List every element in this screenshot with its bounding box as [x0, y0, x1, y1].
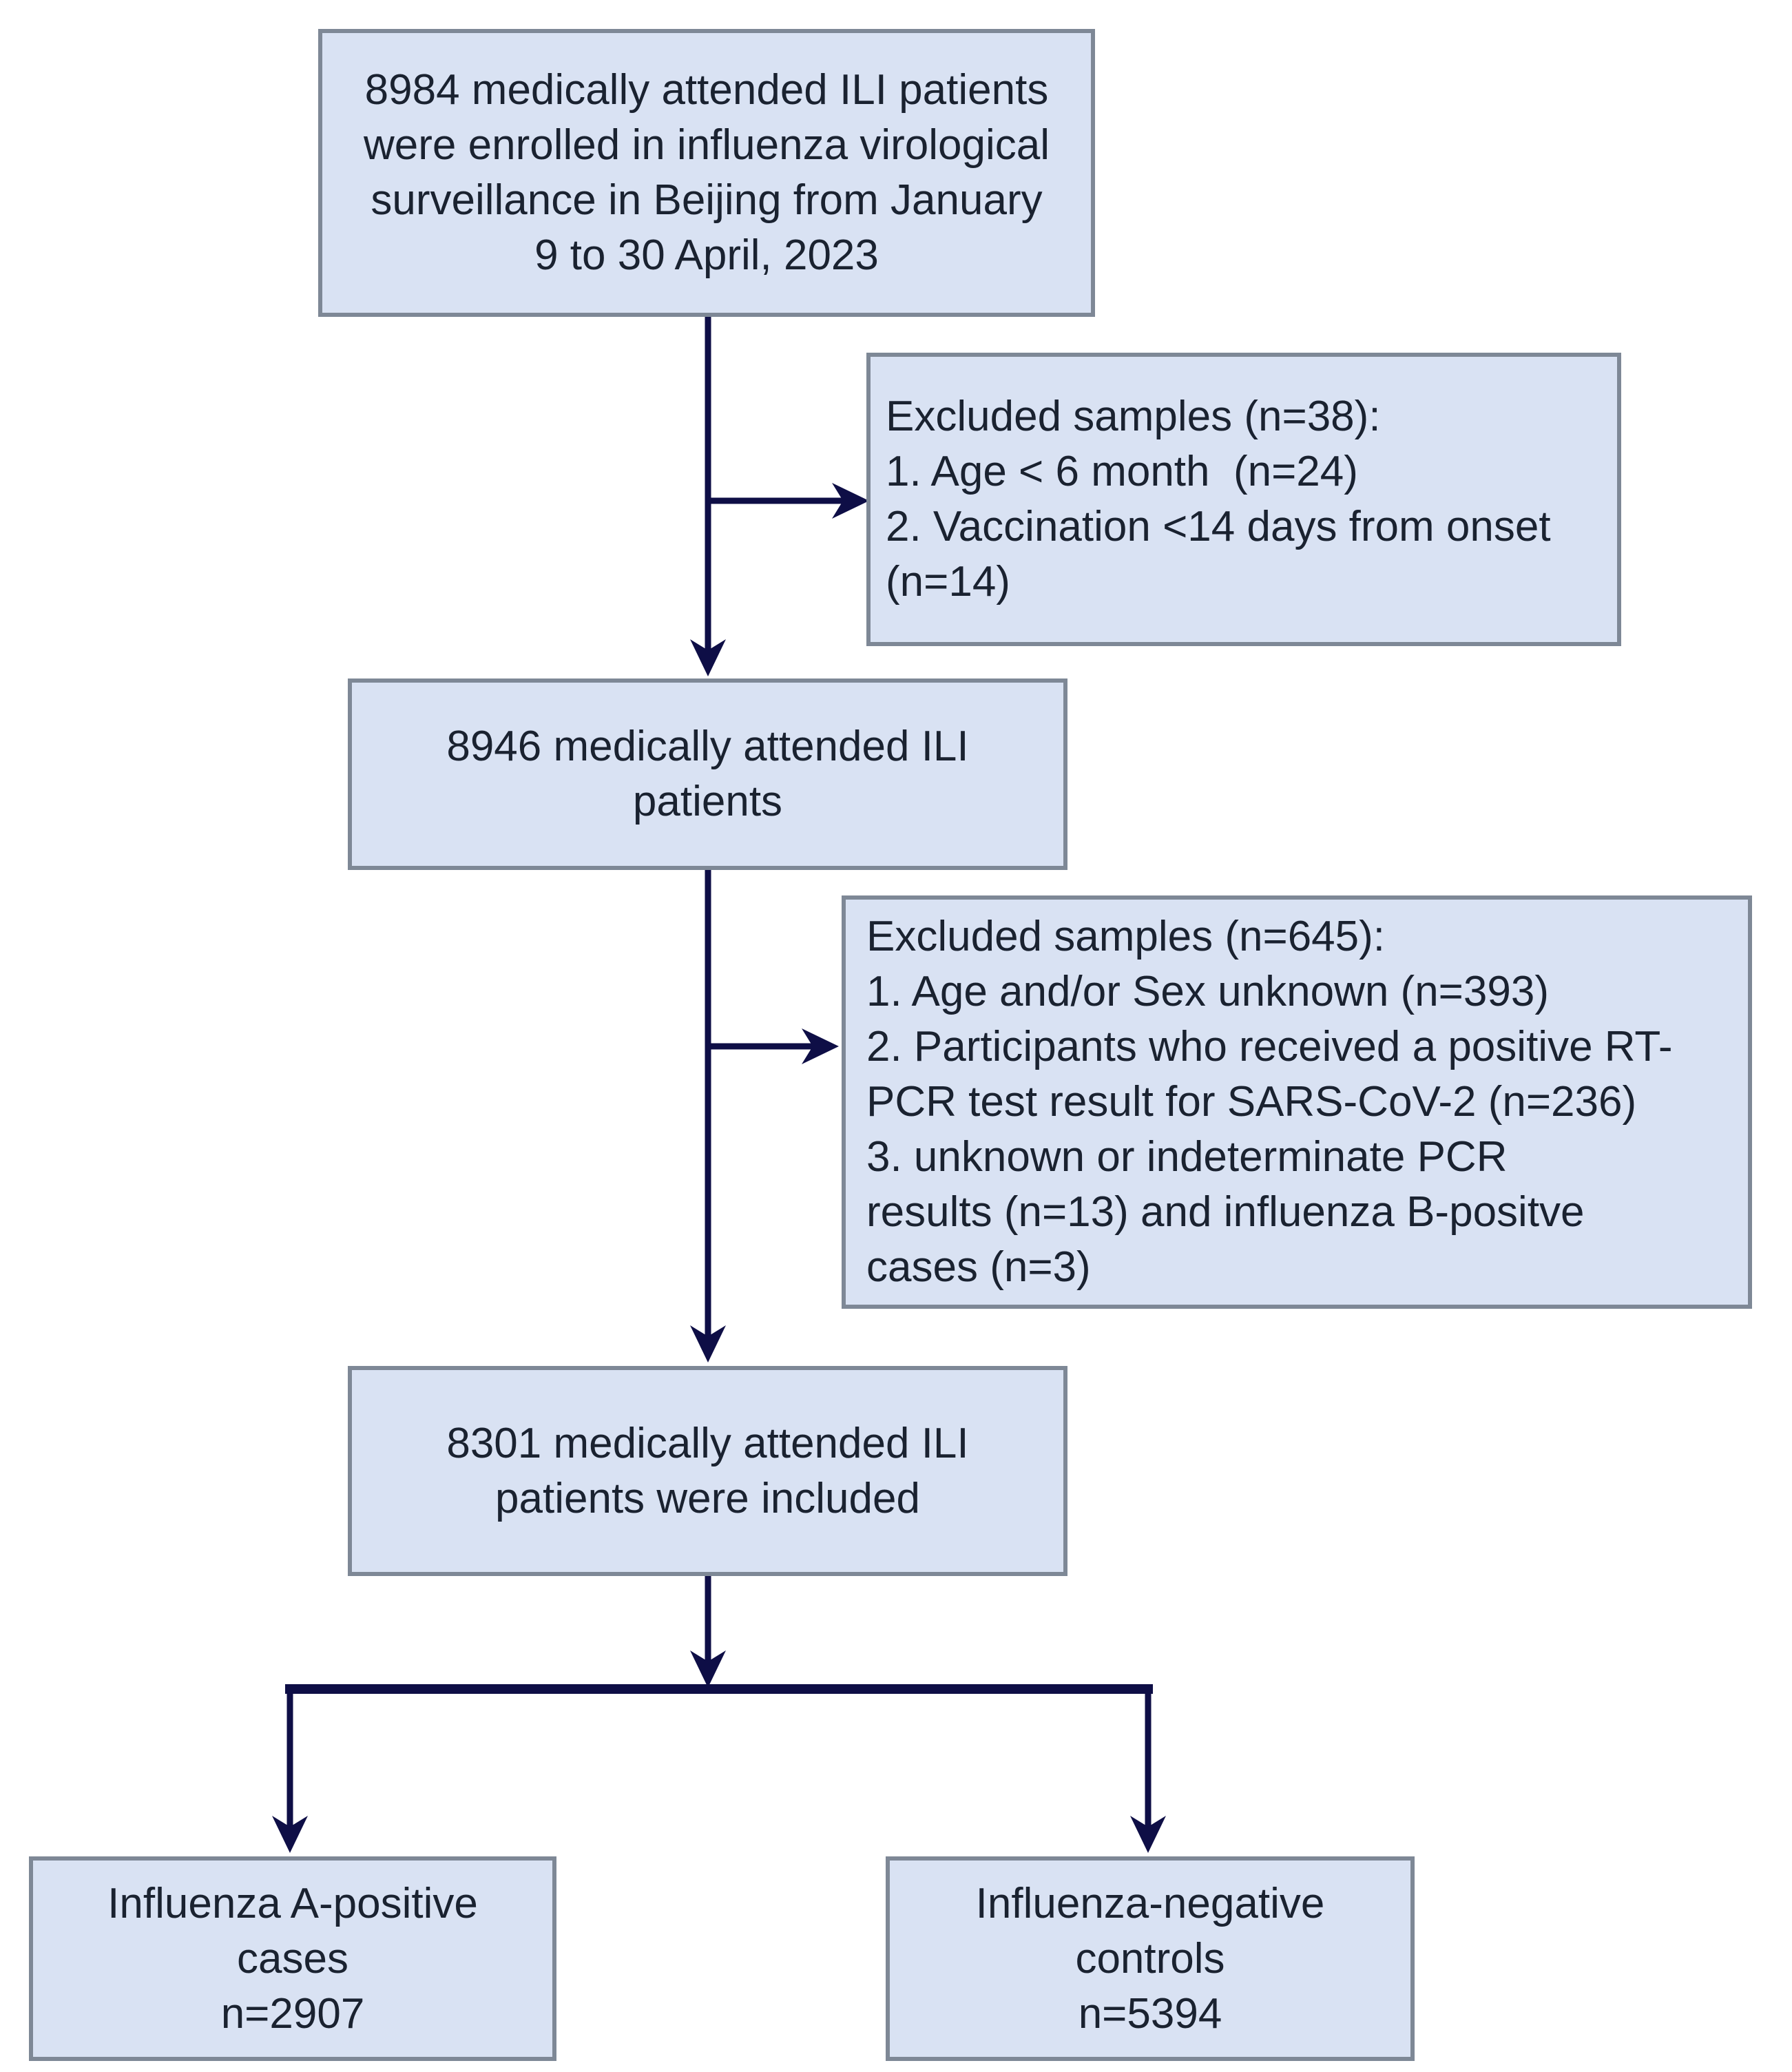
box-influenza-a-positive-text: Influenza A-positive cases n=2907 [107, 1879, 478, 2038]
box-influenza-negative-text: Influenza-negative controls n=5394 [975, 1879, 1325, 2038]
arrowhead-excluded-645 [802, 1028, 839, 1064]
box-excluded-n38-text: Excluded samples (n=38): 1. Age < 6 mont… [886, 393, 1551, 605]
arrowhead-flu-negative [1130, 1816, 1166, 1853]
box-excluded-n645: Excluded samples (n=645): 1. Age and/or … [842, 895, 1752, 1309]
box-influenza-negative: Influenza-negative controls n=5394 [886, 1856, 1415, 2061]
box-enrolled-8984-text: 8984 medically attended ILI patients wer… [364, 66, 1050, 279]
arrowhead-attended [690, 639, 726, 676]
box-included-8301-text: 8301 medically attended ILI patients wer… [446, 1419, 969, 1522]
arrowhead-flua-positive [272, 1816, 308, 1853]
box-excluded-n645-text: Excluded samples (n=645): 1. Age and/or … [866, 913, 1673, 1291]
box-included-8301: 8301 medically attended ILI patients wer… [348, 1366, 1067, 1576]
box-excluded-n38: Excluded samples (n=38): 1. Age < 6 mont… [866, 353, 1621, 646]
box-enrolled-8984: 8984 medically attended ILI patients wer… [318, 29, 1095, 317]
box-attended-8946-text: 8946 medically attended ILI patients [446, 723, 969, 825]
box-attended-8946: 8946 medically attended ILI patients [348, 678, 1067, 870]
arrowhead-included [690, 1325, 726, 1363]
box-influenza-a-positive: Influenza A-positive cases n=2907 [29, 1856, 556, 2061]
arrowhead-excluded-38 [832, 483, 869, 519]
arrowhead-split [690, 1650, 726, 1688]
